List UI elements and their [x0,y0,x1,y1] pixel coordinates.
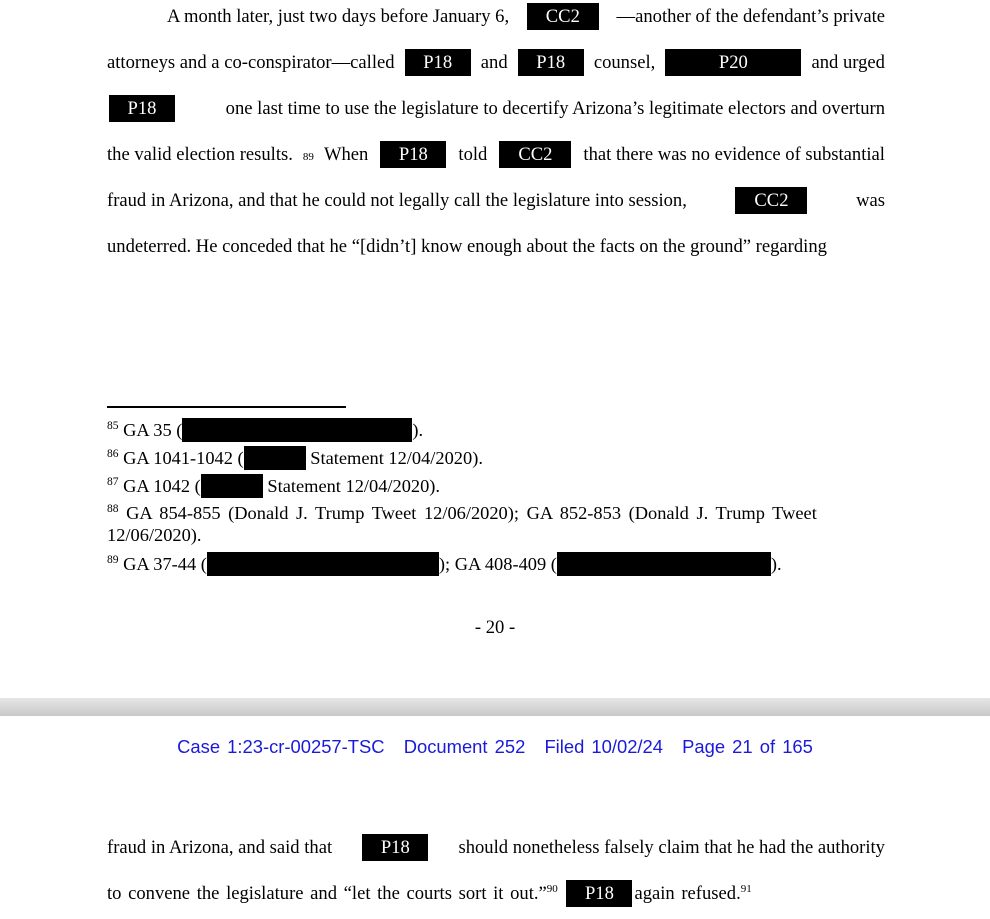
footnote: 88 GA 854-855 (Donald J. Trump Tweet 12/… [107,502,887,546]
redaction-label: P18 [404,49,471,76]
footnote-number: 85 [107,419,119,432]
text-run: ); GA 408-409 ( [438,554,557,574]
redaction-block [556,552,771,576]
redaction-label: P18 [517,49,584,76]
redaction-label: CC2 [499,141,572,168]
text-run: that there was no evidence of substantia… [583,144,885,165]
footnote: 87 GA 1042 ( Statement 12/04/2020). [107,474,887,498]
footnote-ref: 91 [740,882,752,895]
text-run: attorneys and a co-conspirator—called [107,52,395,73]
redaction-label: CC2 [526,3,599,30]
text-run: GA 854-855 (Donald J. Trump Tweet 12/06/… [126,503,817,523]
footnote-rule [107,406,346,408]
text-run: When [323,144,369,165]
redaction-label: P18 [109,95,175,122]
footnote-number: 86 [107,447,119,460]
text-run: GA 1042 ( [123,476,201,496]
redaction-label: P18 [362,834,429,861]
body-line: fraud in Arizona, and said that P18 should… [107,833,885,863]
redaction-block [200,474,263,498]
redaction-label: CC2 [735,187,808,214]
filed-date: Filed 10/02/24 [544,736,663,757]
redaction-label: P20 [665,49,802,76]
footnote-number: 88 [107,502,119,515]
document-page-21: Case 1:23-cr-00257-TSC Document 252 File… [0,716,990,919]
text-run: fraud in Arizona, and said that [107,837,333,858]
document-number: Document 252 [403,736,526,757]
page-number: - 20 - [474,617,516,638]
body-line: attorneys and a co-conspirator—called P18… [107,48,885,78]
text-run: GA 37-44 ( [123,554,207,574]
text-run [558,883,565,904]
redaction-label: P18 [380,141,447,168]
text-run: ). [412,420,424,440]
footnote-ref: 90 [546,882,558,895]
text-run: GA 1041-1042 ( [123,448,244,468]
text-run: GA 35 ( [123,420,183,440]
case-number: Case 1:23-cr-00257-TSC [177,736,385,757]
text-run: and [480,52,508,73]
redaction-block [206,552,439,576]
text-run: should nonetheless falsely claim that he… [458,837,885,858]
text-run: Statement 12/04/2020). [305,448,483,468]
page-gap [0,698,990,716]
body-line: fraud in Arizona, and that he could not … [107,186,885,216]
footnote-number: 89 [107,553,119,566]
text-run: again refused. [634,883,741,904]
text-run: told [458,144,488,165]
text-run: Statement 12/04/2020). [262,476,441,496]
document-page-20: A month later, just two days before Janu… [107,2,887,638]
text-run: undeterred. He conceded that he “[didn’t… [107,236,827,257]
redaction-block [182,418,413,442]
page-count: Page 21 of 165 [682,736,813,757]
filing-header: Case 1:23-cr-00257-TSC Document 252 File… [0,736,990,758]
redaction-label: P18 [566,880,633,907]
body-line: A month later, just two days before Janu… [107,2,885,32]
body-line: to convene the legislature and “let the … [107,879,885,909]
text-run: —another of the defendant’s private [616,6,885,27]
text-run: A month later, just two days before Janu… [167,6,510,27]
footnote: 86 GA 1041-1042 ( Statement 12/04/2020). [107,446,887,470]
body-line: P18 one last time to use the legislature … [107,94,885,124]
body-line: undeterred. He conceded that he “[didn’t… [107,232,885,262]
text-run: 12/06/2020). [107,525,202,545]
text-run: the valid election results. [107,144,293,165]
redaction-block [243,446,306,470]
footnote: 89 GA 37-44 ( ); GA 408-409 (). [107,552,887,576]
text-run: fraud in Arizona, and that he could not … [107,190,687,211]
text-run: and urged [811,52,885,73]
text-run: was [856,190,885,211]
footnote-number: 87 [107,475,119,488]
text-run: ). [770,554,782,574]
text-run: one last time to use the legislature to … [225,98,885,119]
footnote: 85 GA 35 (). [107,418,887,442]
text-run: to convene the legislature and “let the … [107,883,547,904]
text-run: counsel, [593,52,656,73]
